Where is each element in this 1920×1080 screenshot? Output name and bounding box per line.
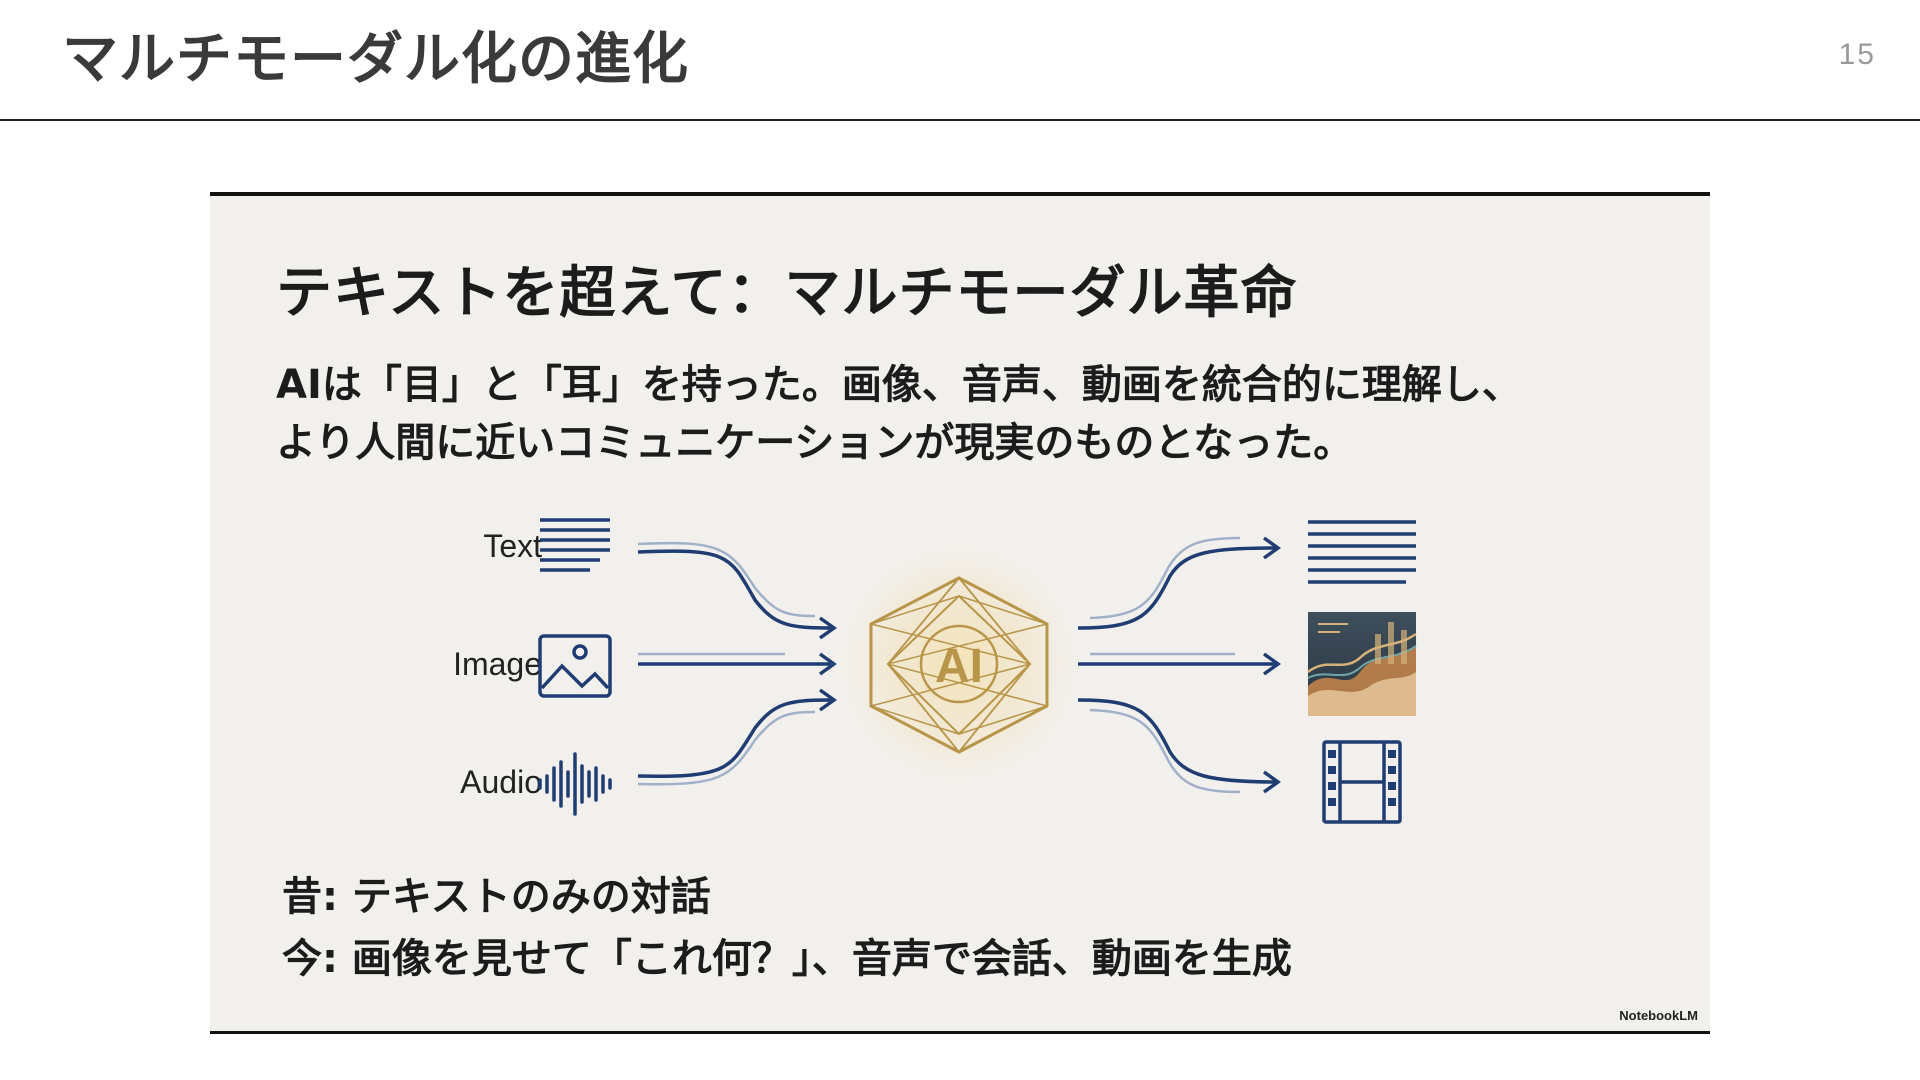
panel-title: テキストを超えて：マルチモーダル革命 — [276, 248, 1298, 329]
output-text-lines-icon — [1308, 522, 1416, 582]
diagram-graphics: AI — [210, 496, 1710, 856]
chart-image-icon — [1308, 612, 1416, 716]
output-arrows — [1078, 538, 1278, 792]
panel-body: AIは「目」と「耳」を持った。画像、音声、動画を統合的に理解し、 より人間に近い… — [276, 356, 1522, 472]
notebooklm-watermark: NotebookLM — [1619, 1008, 1698, 1023]
input-arrows — [638, 543, 834, 784]
panel-body-line-1: AIは「目」と「耳」を持った。画像、音声、動画を統合的に理解し、 — [276, 356, 1522, 414]
slide-image-panel: テキストを超えて：マルチモーダル革命 AIは「目」と「耳」を持った。画像、音声、… — [210, 192, 1710, 1034]
audio-waveform-icon — [540, 754, 610, 814]
film-strip-icon — [1324, 742, 1400, 822]
text-lines-icon — [540, 520, 610, 570]
past-line: 昔: テキストのみの対話 — [282, 864, 711, 922]
image-icon — [540, 636, 610, 696]
multimodal-diagram: Text Image Audio — [210, 496, 1710, 856]
page-number: 15 — [1839, 38, 1876, 72]
slide-title: マルチモーダル化の進化 — [62, 22, 689, 98]
now-line: 今: 画像を見せて「これ何？」、音声で会話、動画を生成 — [282, 926, 1292, 984]
ai-core-label: AI — [935, 640, 983, 693]
panel-body-line-2: より人間に近いコミュニケーションが現実のものとなった。 — [276, 414, 1522, 472]
title-divider — [0, 119, 1920, 121]
